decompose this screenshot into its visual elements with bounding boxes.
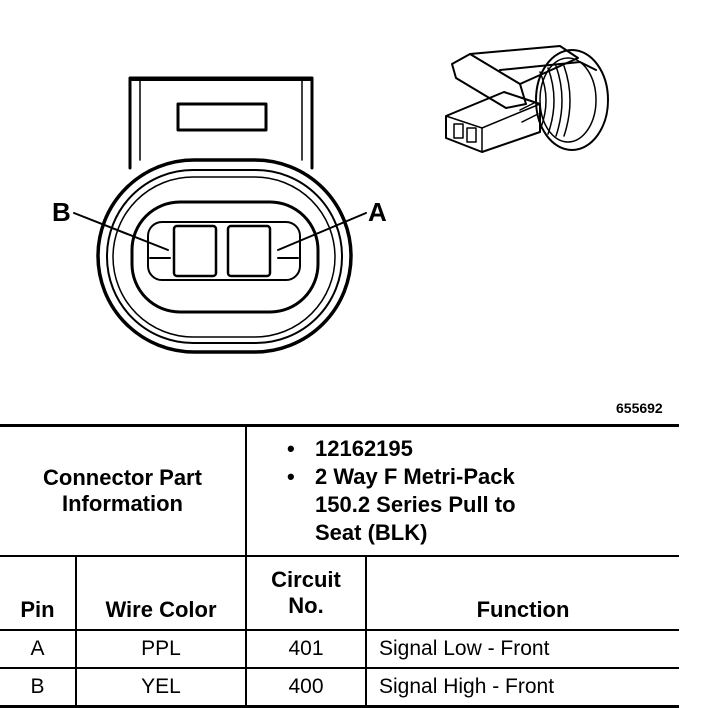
part-description: 2 Way F Metri-Pack 150.2 Series Pull to …	[287, 463, 565, 547]
connector-info-table: Connector Part Information 12162195 2 Wa…	[0, 424, 679, 708]
connector-cavities	[147, 221, 301, 281]
wire-color-cell: PPL	[75, 629, 247, 669]
header-function: Function	[365, 555, 679, 631]
function-cell: Signal Low - Front	[365, 629, 679, 669]
connector-part-label: Connector Part Information	[0, 424, 247, 557]
header-circuit-no: Circuit No.	[245, 555, 367, 631]
cavity-b	[172, 224, 218, 278]
leader-line-a	[277, 212, 367, 251]
function-cell: Signal High - Front	[365, 667, 679, 708]
leader-line-b	[73, 212, 169, 251]
figure-id: 655692	[616, 400, 663, 416]
connector-diagram	[73, 45, 609, 354]
pin-label-b: B	[52, 197, 71, 227]
pin-cell: B	[0, 667, 77, 708]
wire-color-cell: YEL	[75, 667, 247, 708]
table-header-row: Pin Wire Color Circuit No. Function	[0, 555, 679, 631]
circuit-cell: 401	[245, 629, 367, 669]
connector-part-details: 12162195 2 Way F Metri-Pack 150.2 Series…	[245, 424, 679, 557]
table-row: A PPL 401 Signal Low - Front	[0, 629, 679, 669]
connector-isometric-view	[445, 45, 609, 153]
circuit-cell: 400	[245, 667, 367, 708]
header-wire-color: Wire Color	[75, 555, 247, 631]
connector-part-row: Connector Part Information 12162195 2 Wa…	[0, 424, 679, 557]
table-row: B YEL 400 Signal High - Front	[0, 667, 679, 708]
connector-oval-body	[96, 158, 353, 354]
part-number: 12162195	[287, 435, 679, 463]
cavity-a	[226, 224, 272, 278]
header-pin: Pin	[0, 555, 77, 631]
connector-latch-housing	[128, 76, 314, 170]
pin-label-a: A	[368, 197, 387, 227]
pin-cell: A	[0, 629, 77, 669]
